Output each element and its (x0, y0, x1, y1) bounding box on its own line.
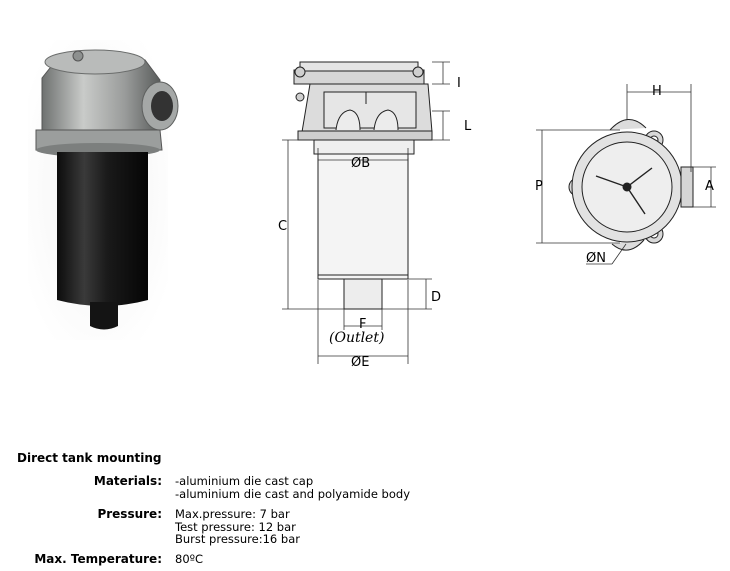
section-title: Direct tank mounting (17, 451, 162, 465)
dim-label-c: C (278, 219, 287, 234)
dim-label-a: A (705, 179, 714, 194)
dim-label-n: ØN (586, 251, 606, 266)
filter-drawings: I L H A P ØN ØB C D F (Outlet) ØE (28, 40, 716, 370)
dim-label-h: H (652, 84, 662, 99)
product-figure: I L H A P ØN ØB C D F (Outlet) ØE (28, 40, 716, 370)
spec-value-line: Max.pressure: 7 bar (175, 507, 290, 521)
spec-value-line: -aluminium die cast cap (175, 474, 314, 488)
spec-label: Materials: (93, 474, 162, 488)
spec-label: Max. Temperature: (34, 552, 162, 566)
dim-label-b: ØB (351, 156, 370, 171)
front-elevation-drawing (282, 61, 450, 364)
spec-value-line: -aluminium die cast and polyamide body (175, 486, 411, 501)
spec-values: -aluminium die cast cap -aluminium die c… (175, 475, 410, 500)
spec-value-line: Burst pressure:16 bar (175, 532, 300, 546)
dim-label-f: F (359, 317, 366, 332)
dim-label-l: L (464, 119, 472, 134)
dim-label-p: P (535, 179, 543, 194)
outlet-label: (Outlet) (329, 330, 384, 346)
filter-photo (28, 40, 179, 340)
spec-value-line: 80ºC (175, 552, 204, 566)
spec-value-line: Test pressure: 12 bar (175, 519, 296, 534)
spec-values: 80ºC (175, 553, 203, 566)
dim-label-d: D (431, 290, 441, 305)
spec-values: Max.pressure: 7 bar Test pressure: 12 ba… (175, 508, 300, 546)
top-view-drawing (536, 84, 716, 265)
dim-label-i: I (457, 76, 461, 91)
dim-label-e: ØE (351, 355, 369, 370)
spec-label: Pressure: (97, 507, 162, 521)
